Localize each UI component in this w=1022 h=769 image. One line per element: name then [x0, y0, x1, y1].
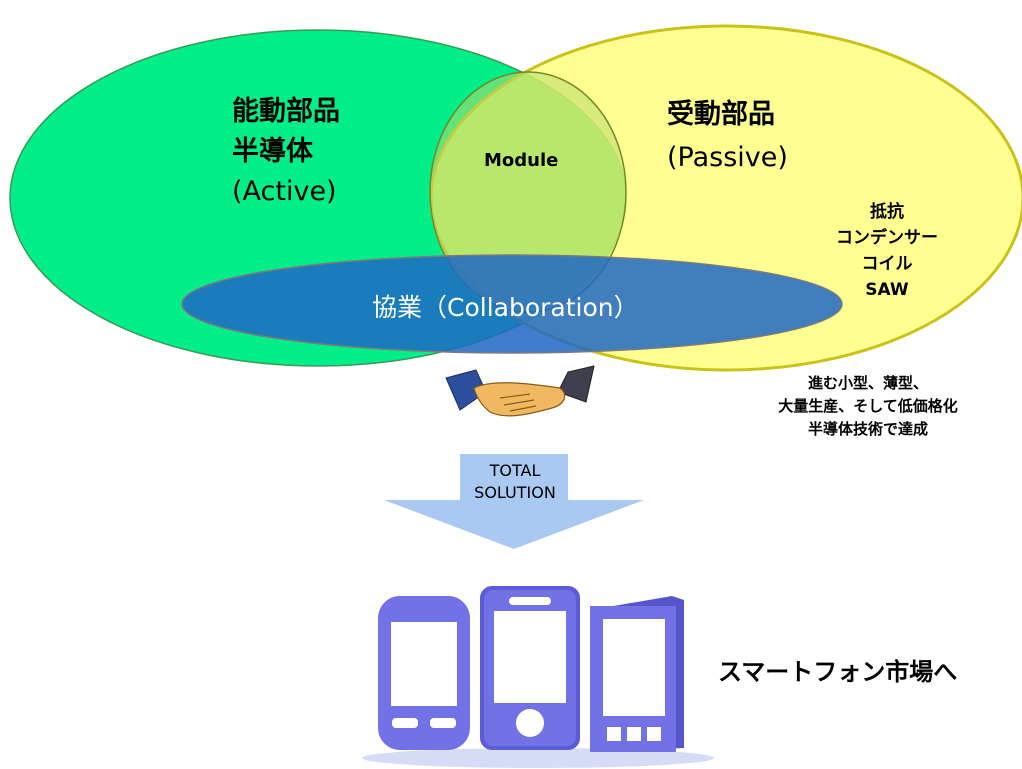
passive-item: コイル	[861, 254, 913, 274]
smartphone-market-label: スマートフォン市場へ	[718, 658, 958, 686]
smartphone-icon	[480, 586, 580, 750]
smartphone-icon	[378, 596, 470, 750]
total-solution-label: TOTAL SOLUTION	[455, 460, 575, 504]
total-solution-line: TOTAL	[489, 461, 541, 480]
handshake-icon	[445, 365, 595, 417]
note-line: 進む小型、薄型、	[807, 374, 928, 392]
smartphone-icon	[590, 596, 684, 752]
active-label: (Active)	[232, 176, 337, 207]
active-title-line: 能動部品	[232, 96, 340, 127]
total-solution-line: SOLUTION	[474, 483, 556, 502]
passive-items-list: 抵抗 コンデンサー コイル SAW	[812, 199, 962, 303]
passive-parts-title: 受動部品	[667, 99, 775, 130]
note-line: 大量生産、そして低価格化	[778, 397, 958, 415]
passive-item: コンデンサー	[836, 228, 938, 248]
active-title-line: 半導体	[232, 136, 313, 167]
passive-item: SAW	[865, 280, 909, 300]
technology-note: 進む小型、薄型、 大量生産、そして低価格化 半導体技術で達成	[748, 372, 988, 441]
note-line: 半導体技術で達成	[807, 420, 928, 438]
module-label: Module	[484, 150, 559, 171]
collaboration-label: 協業（Collaboration）	[372, 293, 639, 322]
total-solution-arrow	[384, 454, 644, 549]
passive-item: 抵抗	[870, 202, 904, 222]
phones-shadow	[362, 748, 714, 768]
collaboration-ellipse	[181, 254, 843, 354]
active-parts-title: 能動部品 半導体	[232, 92, 340, 172]
passive-label: (Passive)	[667, 142, 788, 173]
